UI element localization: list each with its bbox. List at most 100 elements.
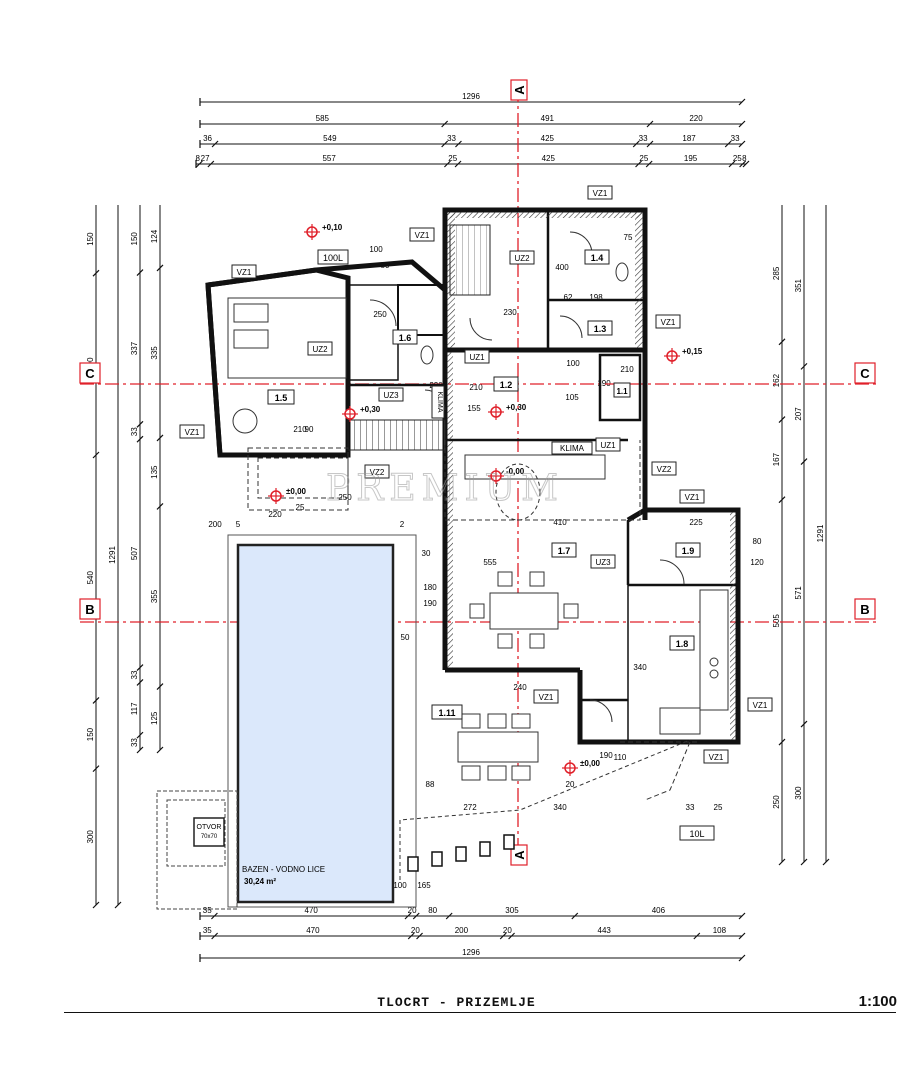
dim-left-row3-label: 125 bbox=[150, 711, 159, 725]
dim-top-row3-label: 8 bbox=[195, 154, 200, 163]
tag-label: VZ1 bbox=[661, 318, 676, 327]
interior-dimension: 90 bbox=[305, 425, 314, 434]
dim-right-total-label: 1291 bbox=[816, 524, 825, 542]
dim-left-row1-label: 540 bbox=[86, 571, 95, 585]
interior-dimension: 25 bbox=[296, 503, 305, 512]
level-marker: ±0,00 bbox=[268, 487, 307, 504]
dim-right-row2-label: 250 bbox=[772, 795, 781, 809]
level-value: ±0,00 bbox=[580, 759, 601, 768]
dim-bottom-row1-label: 406 bbox=[652, 906, 666, 915]
interior-dimension: 62 bbox=[564, 293, 573, 302]
dim-bottom-row1-label: 305 bbox=[505, 906, 519, 915]
watermark: PREMIUM bbox=[326, 468, 564, 509]
dim-left-row1: 150400540150300 bbox=[86, 205, 100, 909]
tag-label: UZ1 bbox=[469, 353, 485, 362]
armchair bbox=[232, 408, 258, 434]
tag-uz1: UZ1 bbox=[464, 349, 490, 364]
interior-dimension: 88 bbox=[426, 780, 435, 789]
interior-dimension: 100 bbox=[393, 881, 407, 890]
dim-bottom-row1-label: 20 bbox=[408, 906, 417, 915]
svg-text:1.1: 1.1 bbox=[616, 387, 628, 396]
klima-units: KLIMA KLIMA bbox=[431, 385, 593, 455]
pool-area: 30,24 m² bbox=[244, 877, 276, 886]
dim-top-row3-label: 8 bbox=[742, 154, 747, 163]
dim-bottom-total: 1296 bbox=[199, 948, 746, 962]
dim-top-row2-label: 425 bbox=[541, 134, 555, 143]
section-markers: C C B B A A bbox=[79, 79, 876, 866]
tag-label: UZ3 bbox=[383, 391, 399, 400]
dim-top-row2-label: 33 bbox=[639, 134, 648, 143]
stairs bbox=[347, 224, 491, 451]
dim-top-row2-label: 33 bbox=[447, 134, 456, 143]
interior-dimension: 225 bbox=[689, 518, 703, 527]
svg-text:1.4: 1.4 bbox=[591, 253, 604, 263]
level-value: +0,30 bbox=[360, 405, 381, 414]
level-marker: +0,30 bbox=[342, 405, 381, 422]
interior-dimension: 200 bbox=[208, 520, 222, 529]
level-marker: -0,00 bbox=[488, 467, 525, 484]
dim-left-row3-label: 355 bbox=[150, 589, 159, 603]
interior-dimension: 210 bbox=[469, 383, 483, 392]
interior-dimension: 272 bbox=[463, 803, 477, 812]
dim-top-row1-label: 491 bbox=[541, 114, 555, 123]
dim-bottom-row1-label: 470 bbox=[305, 906, 319, 915]
toilet-2 bbox=[615, 262, 629, 282]
tag-label: VZ1 bbox=[415, 231, 430, 240]
interior-dimension: 100 bbox=[369, 245, 383, 254]
dim-right-row1-label: 351 bbox=[794, 278, 803, 292]
svg-text:1.9: 1.9 bbox=[682, 546, 695, 556]
tank-10l-label: 10L bbox=[689, 829, 704, 839]
tag-uz3: UZ3 bbox=[590, 554, 616, 569]
tag-vz2: VZ2 bbox=[651, 461, 677, 476]
section-a-bottom-label: A bbox=[512, 850, 527, 860]
dim-left-total-label: 1291 bbox=[108, 546, 117, 564]
interior-dimension: 2 bbox=[400, 520, 405, 529]
dim-left-row1-label: 150 bbox=[86, 232, 95, 246]
interior-dimension: 155 bbox=[467, 404, 481, 413]
tag-label: VZ1 bbox=[593, 189, 608, 198]
dim-top-row2-label: 549 bbox=[323, 134, 337, 143]
dim-bottom-row2-label: 20 bbox=[411, 926, 420, 935]
room-1-8: 1.8 bbox=[669, 635, 695, 651]
kitchen-counter bbox=[699, 589, 729, 711]
section-c-right-label: C bbox=[860, 366, 870, 381]
dim-left-row2-label: 150 bbox=[130, 232, 139, 246]
interior-dimension: 210 bbox=[620, 365, 634, 374]
opening-label: OTVOR bbox=[197, 824, 222, 831]
svg-text:1.5: 1.5 bbox=[275, 393, 288, 403]
tag-label: VZ2 bbox=[370, 468, 385, 477]
room-1-7: 1.7 bbox=[551, 542, 577, 558]
tag-vz1: VZ1 bbox=[587, 185, 613, 200]
dim-top-row3-label: 195 bbox=[684, 154, 698, 163]
tag-vz1: VZ1 bbox=[409, 227, 435, 242]
level-marker: +0,30 bbox=[488, 403, 527, 420]
room-1-11: 1.11 bbox=[431, 704, 463, 720]
exterior-steps bbox=[399, 739, 691, 880]
dim-top-total-label: 1296 bbox=[462, 92, 480, 101]
tag-label: VZ1 bbox=[753, 701, 768, 710]
title-underline bbox=[64, 1012, 896, 1013]
svg-text:1.8: 1.8 bbox=[676, 639, 689, 649]
room-1-9: 1.9 bbox=[675, 542, 701, 558]
tag-label: VZ1 bbox=[539, 693, 554, 702]
tag-label: UZ2 bbox=[514, 254, 530, 263]
dim-bottom-row2-label: 108 bbox=[713, 926, 727, 935]
tag-label: VZ1 bbox=[185, 428, 200, 437]
element-tags: VZ1VZ1VZ1VZ1VZ1VZ1VZ1VZ1VZ1VZ2VZ2UZ2UZ2U… bbox=[179, 185, 773, 764]
dim-right-row1-label: 571 bbox=[794, 586, 803, 600]
tag-label: UZ1 bbox=[600, 441, 616, 450]
dim-bottom-row2-label: 35 bbox=[203, 926, 212, 935]
sofa bbox=[464, 454, 606, 480]
level-marker: ±0,00 bbox=[562, 759, 601, 776]
svg-text:KLIMA: KLIMA bbox=[436, 391, 443, 412]
level-marker: +0,10 bbox=[304, 223, 343, 240]
interior-dimension: 340 bbox=[633, 663, 647, 672]
interior-dimension: 110 bbox=[614, 753, 627, 762]
dim-bottom-row1-label: 35 bbox=[203, 906, 212, 915]
